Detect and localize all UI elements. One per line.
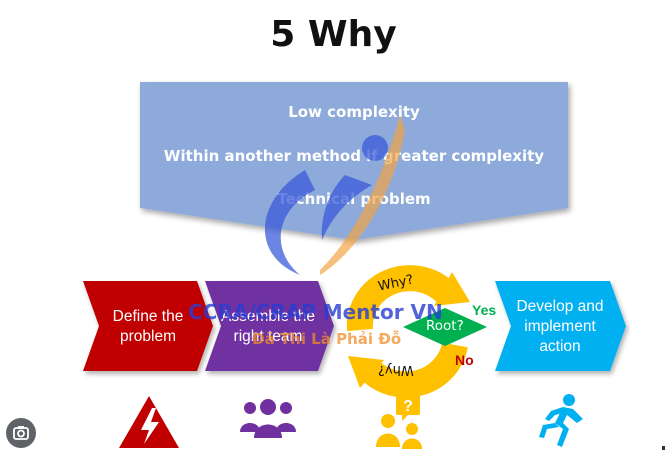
step-team-chevron (205, 281, 334, 371)
step-action-chevron (495, 281, 626, 371)
team-icon (240, 399, 296, 438)
svg-text:?: ? (403, 398, 413, 415)
step-define-label: Define the problem (112, 308, 184, 345)
watermark-line-1: CCRA/CRAP Mentor VN (188, 300, 443, 324)
step-team-label: Assemble the right team (221, 308, 315, 345)
page-title: 5 Why (270, 14, 397, 55)
banner-line-1: Low complexity (288, 103, 420, 121)
step-define-chevron (83, 281, 213, 371)
watermark-line-2: Đã Thi Là Phải Đỗ (252, 330, 402, 348)
no-label: No (455, 352, 474, 368)
lens-camera-icon (13, 426, 29, 440)
decision-diamond (403, 308, 487, 346)
warning-lightning-icon (119, 396, 179, 448)
why-cycle-ring (346, 265, 470, 398)
banner-line-2: Within another method if greater complex… (163, 147, 545, 165)
running-person-icon (539, 394, 583, 447)
banner-line-3: Technical problem (277, 190, 431, 208)
lens-camera-button[interactable] (6, 418, 36, 448)
decision-label: Root? (426, 318, 464, 334)
edge-marker (662, 446, 665, 450)
step-action-label: Develop and implement action (516, 298, 604, 355)
question-person-icon: ? (376, 395, 422, 449)
yes-label: Yes (472, 302, 497, 318)
